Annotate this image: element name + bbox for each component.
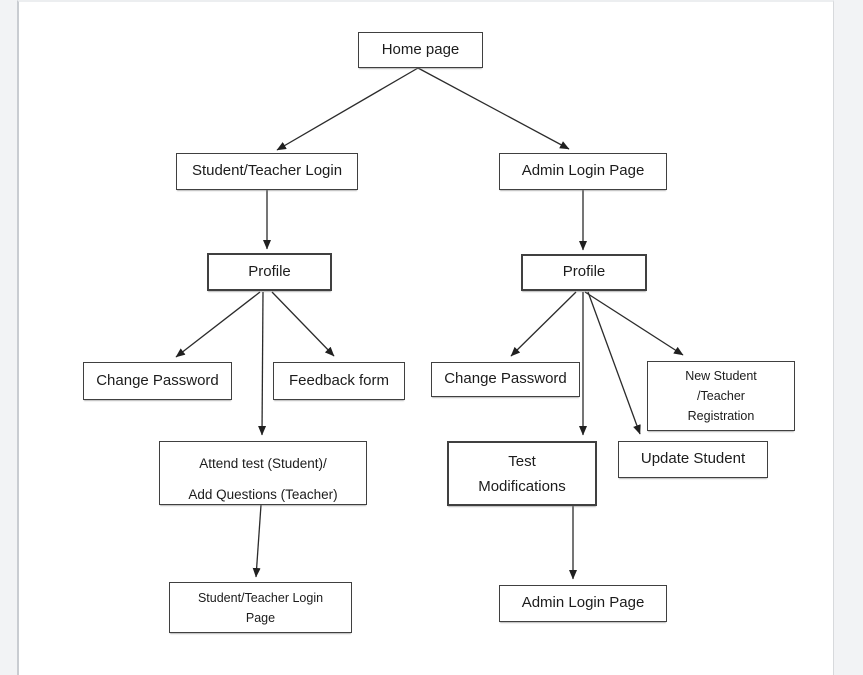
- node-student-teacher-login: Student/Teacher Login: [176, 153, 358, 190]
- node-profile-right-label: Profile: [562, 263, 606, 281]
- node-home-page: Home page: [358, 32, 483, 68]
- node-test-modifications: Test Modifications: [447, 441, 597, 506]
- node-profile-left-label: Profile: [248, 262, 291, 280]
- node-change-password-left: Change Password: [83, 362, 232, 400]
- node-change-password-right: Change Password: [431, 362, 580, 397]
- node-attend-test-line-1: Attend test (Student)/: [199, 456, 327, 471]
- node-profile-left: Profile: [207, 253, 332, 291]
- node-feedback-form: Feedback form: [273, 362, 405, 400]
- node-student-teacher-login-label: Student/Teacher Login: [191, 162, 343, 180]
- node-attend-test-add-questions: Attend test (Student)/ Add Questions (Te…: [159, 441, 367, 505]
- node-admin-login-page: Admin Login Page: [499, 153, 667, 190]
- node-change-password-left-label: Change Password: [96, 371, 219, 389]
- node-profile-right: Profile: [521, 254, 647, 291]
- node-feedback-form-label: Feedback form: [288, 371, 390, 389]
- node-new-student-teacher-registration: New Student /Teacher Registration: [647, 361, 795, 431]
- node-test-modifications-line-1: Test: [508, 452, 536, 470]
- node-student-teacher-login-page: Student/Teacher Login Page: [169, 582, 352, 633]
- node-home-page-label: Home page: [381, 40, 460, 58]
- document-page: [17, 0, 834, 675]
- node-new-student-line-2: /Teacher: [697, 389, 745, 403]
- node-test-modifications-line-2: Modifications: [478, 477, 566, 495]
- node-new-student-line-3: Registration: [687, 409, 755, 423]
- node-admin-login-page-bottom-label: Admin Login Page: [521, 594, 645, 612]
- node-change-password-right-label: Change Password: [444, 370, 567, 388]
- node-new-student-line-1: New Student: [685, 369, 757, 383]
- node-update-student-label: Update Student: [640, 450, 746, 468]
- node-student-teacher-login-page-line-2: Page: [245, 610, 276, 625]
- node-admin-login-page-label: Admin Login Page: [521, 162, 645, 180]
- node-student-teacher-login-page-line-1: Student/Teacher Login: [197, 590, 324, 605]
- node-update-student: Update Student: [618, 441, 768, 478]
- node-attend-test-line-2: Add Questions (Teacher): [188, 487, 338, 502]
- node-admin-login-page-bottom: Admin Login Page: [499, 585, 667, 622]
